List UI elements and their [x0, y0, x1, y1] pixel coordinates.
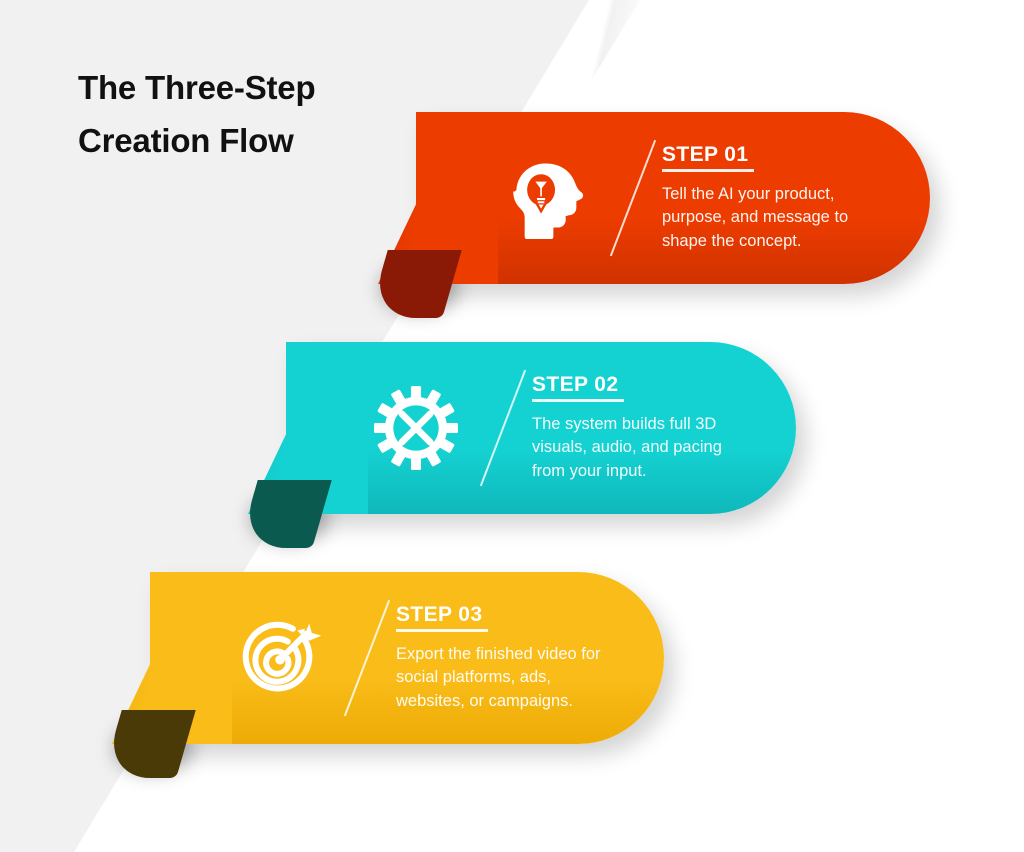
step-divider-3 [336, 596, 396, 720]
step-content-3: STEP 03 Export the finished video for so… [224, 572, 648, 744]
step-ribbon-3[interactable]: STEP 03 Export the finished video for so… [102, 572, 664, 778]
head-lightbulb-icon [490, 142, 602, 254]
target-arrow-icon [224, 602, 336, 714]
step-ribbon-1[interactable]: STEP 01 Tell the AI your product, purpos… [368, 112, 930, 318]
step-text-2: STEP 02 The system builds full 3D visual… [532, 373, 780, 483]
step-description-2: The system builds full 3D visuals, audio… [532, 414, 722, 480]
step-text-3: STEP 03 Export the finished video for so… [396, 603, 648, 713]
page-title: The Three-Step Creation Flow [78, 69, 316, 159]
step-divider-1 [602, 136, 662, 260]
step-description-1: Tell the AI your product, purpose, and m… [662, 184, 849, 250]
step-heading-3: STEP 03 [396, 603, 489, 632]
step-ribbon-2[interactable]: STEP 02 The system builds full 3D visual… [238, 342, 796, 548]
step-divider-2 [472, 366, 532, 490]
step-description-3: Export the finished video for social pla… [396, 644, 601, 710]
ribbon-body-3 [150, 572, 664, 744]
step-heading-2: STEP 02 [532, 373, 625, 402]
step-content-2: STEP 02 The system builds full 3D visual… [360, 342, 780, 514]
ribbon-body-1 [416, 112, 930, 284]
step-heading-1: STEP 01 [662, 143, 755, 172]
step-content-1: STEP 01 Tell the AI your product, purpos… [490, 112, 920, 284]
step-text-1: STEP 01 Tell the AI your product, purpos… [662, 143, 920, 253]
gear-icon [360, 372, 472, 484]
ribbon-body-2 [286, 342, 796, 514]
